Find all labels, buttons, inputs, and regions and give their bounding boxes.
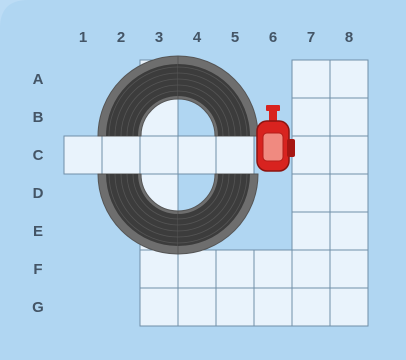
row-label-G: G [32, 299, 44, 316]
column-label-5: 5 [231, 29, 239, 46]
tile-B8[interactable] [330, 98, 368, 136]
tile-F3[interactable] [140, 250, 178, 288]
tile-A7[interactable] [292, 60, 330, 98]
car-side-wheel [287, 139, 295, 157]
tile-E8[interactable] [330, 212, 368, 250]
tile-G4[interactable] [178, 288, 216, 326]
row-label-C: C [33, 147, 44, 164]
tile-F8[interactable] [330, 250, 368, 288]
tile-C4[interactable] [178, 136, 216, 174]
tile-C8[interactable] [330, 136, 368, 174]
tile-C2[interactable] [102, 136, 140, 174]
row-label-B: B [33, 109, 44, 126]
column-label-7: 7 [307, 29, 315, 46]
row-label-E: E [33, 223, 43, 240]
tile-F7[interactable] [292, 250, 330, 288]
car-antenna-top [266, 105, 280, 111]
tile-C5[interactable] [216, 136, 254, 174]
tile-F6[interactable] [254, 250, 292, 288]
tile-G5[interactable] [216, 288, 254, 326]
tile-F5[interactable] [216, 250, 254, 288]
column-label-4: 4 [193, 29, 202, 46]
tile-B7[interactable] [292, 98, 330, 136]
column-label-3: 3 [155, 29, 163, 46]
tile-F4[interactable] [178, 250, 216, 288]
tile-G6[interactable] [254, 288, 292, 326]
column-label-8: 8 [345, 29, 353, 46]
row-label-D: D [33, 185, 44, 202]
tile-C1[interactable] [64, 136, 102, 174]
car-window [263, 133, 283, 161]
column-label-6: 6 [269, 29, 277, 46]
tile-C3[interactable] [140, 136, 178, 174]
tile-D8[interactable] [330, 174, 368, 212]
tile-G7[interactable] [292, 288, 330, 326]
tile-E7[interactable] [292, 212, 330, 250]
row-label-F: F [33, 261, 42, 278]
column-label-1: 1 [79, 29, 87, 46]
tile-G8[interactable] [330, 288, 368, 326]
tile-D7[interactable] [292, 174, 330, 212]
tile-G3[interactable] [140, 288, 178, 326]
tile-A8[interactable] [330, 60, 368, 98]
column-label-2: 2 [117, 29, 125, 46]
tile-C7[interactable] [292, 136, 330, 174]
row-label-A: A [33, 71, 44, 88]
